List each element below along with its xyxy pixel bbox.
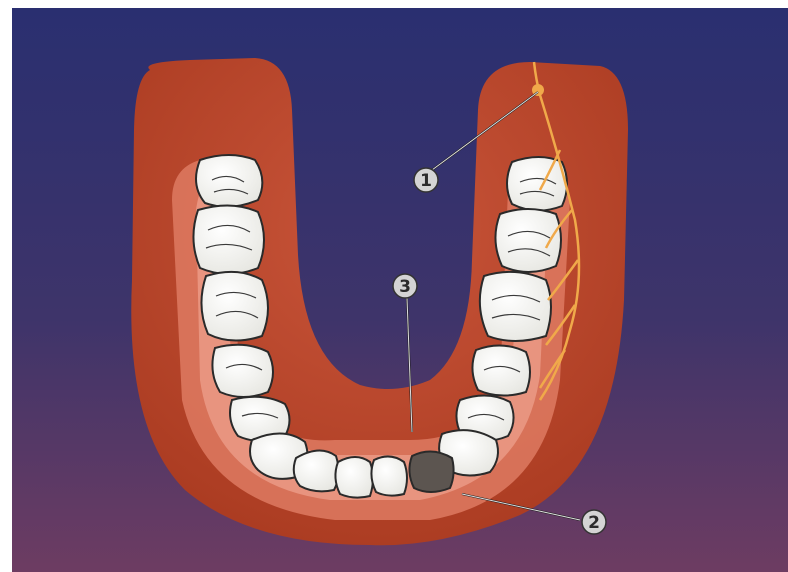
tooth-l3 <box>201 272 268 341</box>
tooth-r3 <box>480 272 551 341</box>
tooth-r7-dark <box>409 451 453 492</box>
tooth-l4 <box>212 345 273 397</box>
tooth-l8 <box>335 457 373 498</box>
tooth-l2 <box>193 205 264 274</box>
callout-3-label: 3 <box>399 277 411 297</box>
tooth-r4 <box>472 345 530 395</box>
callout-2-label: 2 <box>588 513 600 533</box>
callout-1-label: 1 <box>420 171 432 191</box>
tooth-r1 <box>507 157 567 211</box>
tooth-l9 <box>371 456 407 495</box>
tooth-l1 <box>196 155 262 207</box>
tooth-l7 <box>294 450 339 491</box>
